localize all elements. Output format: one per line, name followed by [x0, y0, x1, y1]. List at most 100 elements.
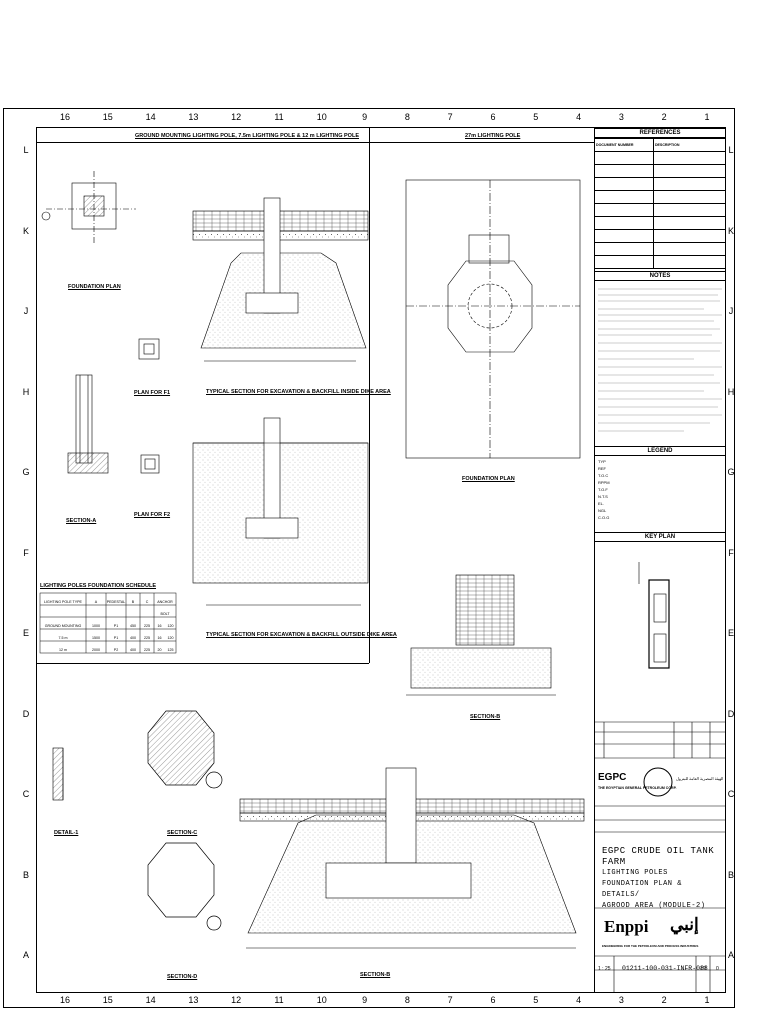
schedule-header-cell: PEDESTAL — [106, 600, 126, 604]
grid-column-label: 14 — [145, 995, 156, 1005]
drawing-canvas — [39, 171, 585, 949]
schedule-cell: 2000 — [92, 648, 100, 652]
schedule-cell: 1000 — [92, 624, 100, 628]
grid-column-label: 9 — [362, 112, 368, 122]
grid-row-label: H — [22, 386, 30, 397]
label-plan-f1: PLAN FOR F1 — [134, 390, 171, 396]
section-inside-dike — [192, 197, 369, 362]
schedule-cell: P1 — [113, 624, 119, 628]
grid-column-label: 5 — [533, 995, 539, 1005]
grid-row-label: L — [23, 145, 29, 155]
project-title-line: AGROOD AREA (MODULE-2) — [602, 902, 706, 910]
grid-column-label: 1 — [704, 112, 710, 122]
drawing-scale: 1 : 25 — [598, 966, 611, 972]
grid-row-label: D — [22, 708, 30, 719]
schedule-cell: 450 — [130, 624, 136, 628]
section-b-drawing — [406, 574, 556, 696]
schedule-cell: 400 — [130, 648, 136, 652]
schedule-cell: 225 — [144, 648, 150, 652]
grid-row-label: G — [22, 467, 30, 477]
client-logo-text: EGPC — [598, 772, 627, 783]
title-divider — [36, 142, 594, 143]
grid-column-label: 12 — [231, 995, 242, 1005]
grid-column-label: 4 — [576, 995, 582, 1005]
grid-column-label: 1 — [704, 995, 710, 1005]
grid-column-label: 3 — [618, 112, 624, 122]
schedule-cell: 120 — [167, 636, 174, 640]
legend-item: C.O.G — [598, 515, 610, 520]
section-outside-dike — [192, 417, 369, 606]
label-section-a: SECTION-A — [66, 518, 97, 524]
grid-column-label: 13 — [188, 112, 199, 122]
grid-row-label: A — [727, 950, 734, 960]
schedule-header-cell: LIGHTING POLE TYPE — [44, 600, 82, 604]
title-small-poles: GROUND MOUNTING LIGHTING POLE, 7.5m LIGH… — [135, 133, 359, 139]
grid-column-label: 5 — [533, 112, 539, 122]
legend-header: LEGEND — [594, 446, 726, 456]
key-plan-drawing — [638, 562, 670, 669]
project-title: EGPC CRUDE OIL TANK FARM LIGHTING POLES … — [602, 846, 722, 912]
section-c-drawing — [147, 710, 223, 789]
label-foundation-plan: FOUNDATION PLAN — [68, 284, 121, 290]
grid-column-label: 6 — [490, 112, 496, 122]
grid-column-label: 15 — [102, 112, 113, 122]
contractor-logo-arabic: إنبي — [670, 915, 699, 934]
drawing-frame — [3, 108, 735, 1008]
grid-row-label: A — [22, 950, 29, 960]
grid-column-label: 16 — [59, 112, 70, 122]
grid-row-label: D — [727, 708, 735, 719]
grid-row-label: G — [727, 467, 735, 477]
section-a-drawing — [67, 374, 109, 474]
grid-column-label: 9 — [362, 995, 368, 1005]
grid-column-label: 10 — [316, 995, 327, 1005]
project-title-line: EGPC CRUDE OIL TANK FARM — [602, 846, 715, 867]
grid-column-label: 8 — [404, 112, 410, 122]
schedule-cell: 16 — [157, 624, 162, 628]
grid-row-label: E — [727, 628, 734, 638]
grid-column-label: 6 — [490, 995, 496, 1005]
title-27m-pole: 27m LIGHTING POLE — [465, 133, 521, 139]
title-block-divider — [594, 128, 595, 993]
schedule-cell: P1 — [113, 636, 119, 640]
schedule-cell: P2 — [113, 648, 119, 652]
schedule-cell: GROUND MOUNTING — [44, 624, 82, 628]
grid-column-label: 11 — [274, 995, 284, 1005]
schedule-cell: 7.5 m — [58, 636, 68, 640]
grid-row-label: J — [728, 306, 734, 316]
grid-column-label: 3 — [618, 995, 624, 1005]
panel-divider — [36, 663, 369, 664]
legend-item: RPPM — [598, 480, 610, 485]
plan-f1-f2 — [138, 338, 160, 474]
legend-item: T.O.F — [598, 487, 608, 492]
ref-col-desc: DESCRIPTION — [652, 138, 727, 152]
grid-row-label: J — [23, 306, 29, 316]
label-section-d: SECTION-D — [167, 974, 198, 980]
key-plan-header: KEY PLAN — [594, 532, 726, 542]
grid-row-label: C — [727, 789, 735, 799]
grid-column-label: 14 — [145, 112, 156, 122]
schedule-cell: 225 — [144, 636, 150, 640]
ref-col-doc: DOCUMENT NUMBER — [594, 138, 654, 152]
label-schedule: LIGHTING POLES FOUNDATION SCHEDULE — [40, 583, 157, 589]
grid-row-label: F — [728, 547, 734, 558]
contractor-subtitle: ENGINEERING FOR THE PETROLEUM AND PROCES… — [602, 944, 699, 948]
notes-lines — [598, 288, 722, 432]
grid-row-label: E — [22, 628, 29, 638]
label-section-bottom: SECTION-B — [360, 972, 391, 978]
schedule-cell: 120 — [167, 624, 174, 628]
grid-row-label: K — [22, 225, 29, 236]
grid-column-label: 2 — [661, 112, 667, 122]
project-title-line: FOUNDATION PLAN & DETAILS/ — [602, 880, 682, 899]
grid-row-label: B — [22, 869, 29, 880]
grid-column-label: 12 — [231, 112, 242, 122]
schedule-cell: 400 — [130, 636, 136, 640]
schedule-header-cell: C — [145, 600, 149, 604]
label-section-b: SECTION-B — [470, 714, 501, 720]
grid-column-label: 8 — [404, 995, 410, 1005]
